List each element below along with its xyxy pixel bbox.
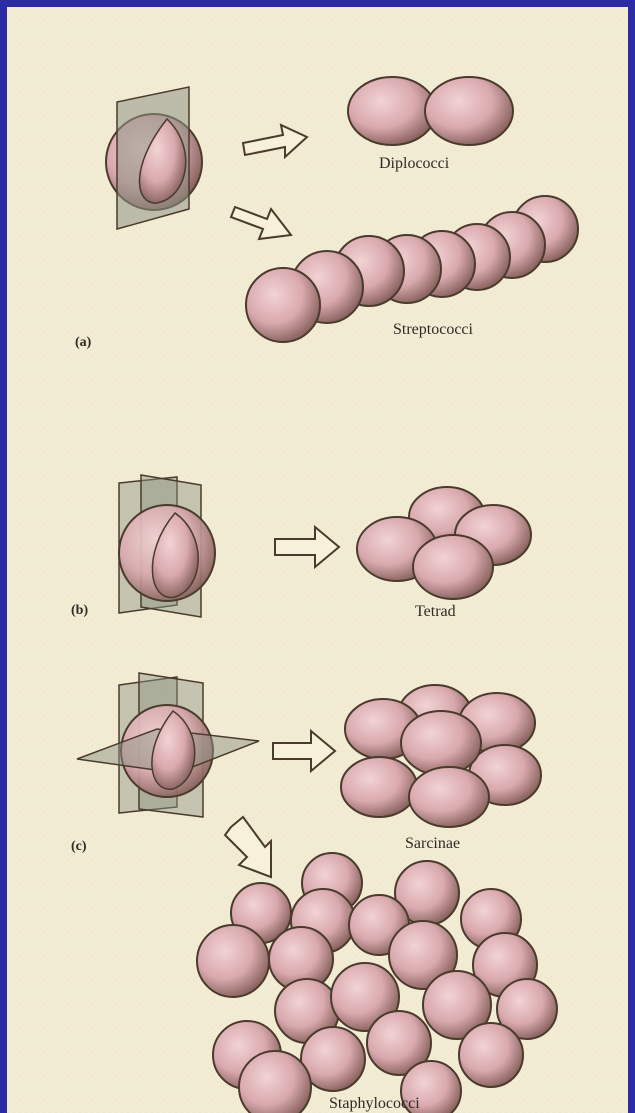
cocci-arrangement-diagram: [7, 7, 628, 1113]
panel-b-label: (b): [71, 603, 88, 619]
panel-b-dividing-cell: [119, 475, 215, 617]
streptococci-label: Streptococci: [393, 321, 473, 339]
sarcinae-label: Sarcinae: [405, 835, 460, 853]
tetrad-label: Tetrad: [415, 603, 456, 621]
panel-a-label: (a): [75, 335, 91, 351]
staphylococci-label: Staphylococci: [329, 1095, 420, 1113]
diplococci-label: Diplococci: [379, 155, 449, 173]
panel-c-label: (c): [71, 839, 87, 855]
figure-panel: (a) Diplococci Streptococci (b) Tetrad (…: [7, 7, 628, 1113]
panel-a-dividing-cell: [106, 87, 202, 229]
